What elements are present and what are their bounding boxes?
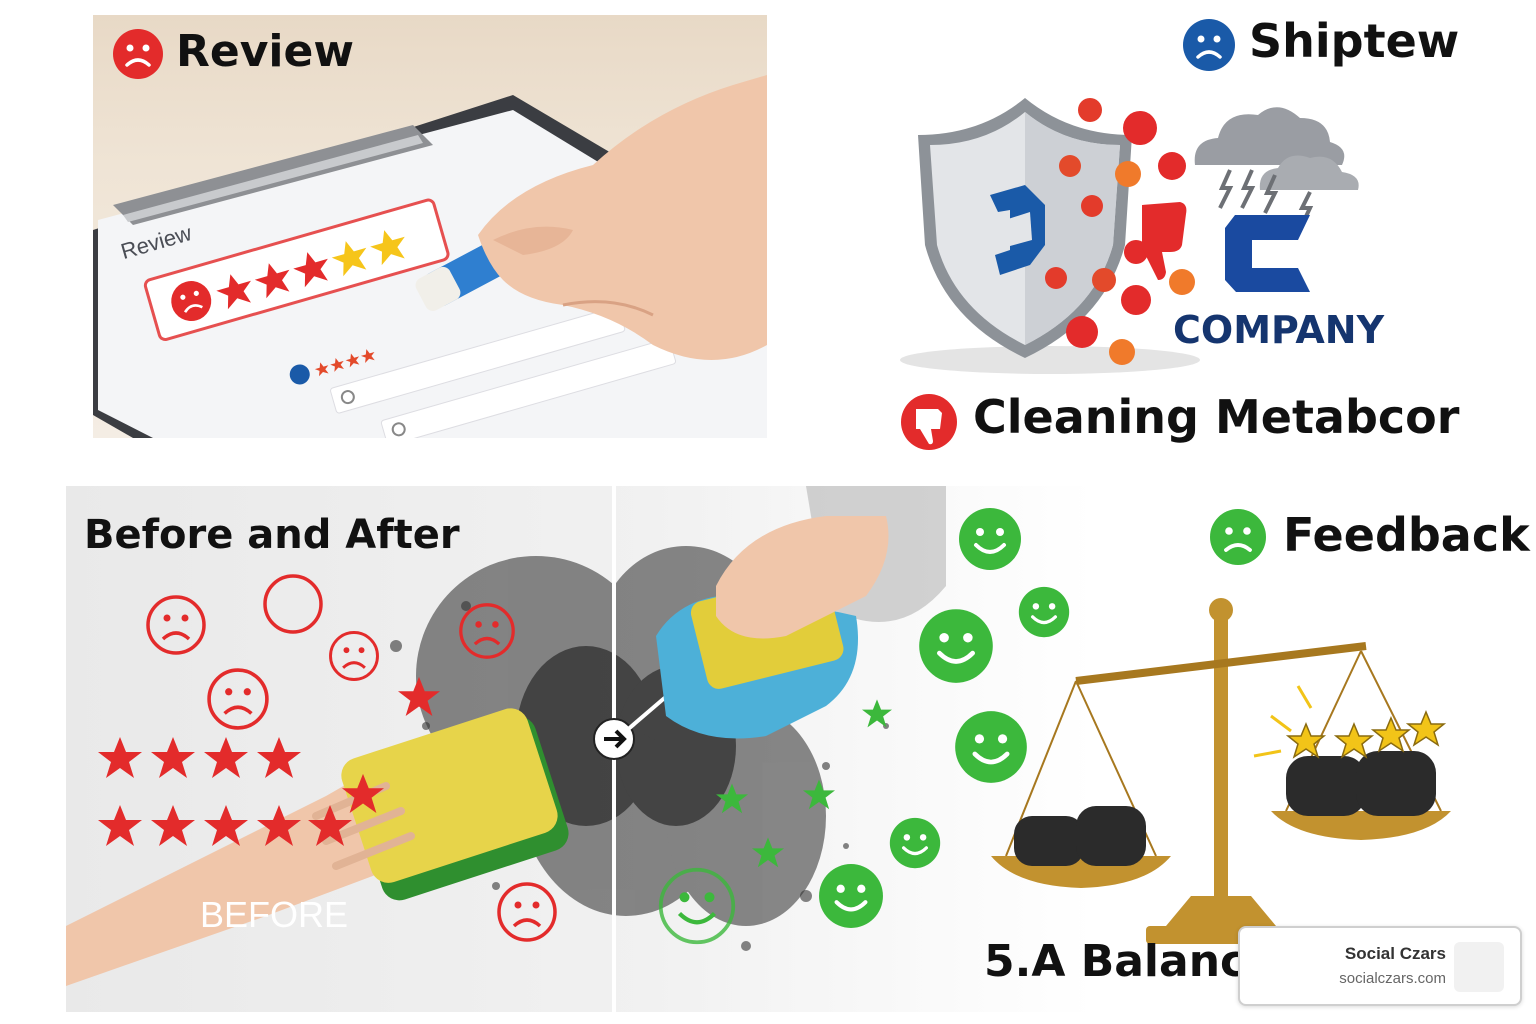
empty-circle-icon bbox=[263, 574, 323, 634]
shield-storm-illustration bbox=[900, 98, 1359, 374]
happy-face-icon bbox=[889, 817, 941, 869]
sad-face-outline-icon bbox=[459, 603, 515, 659]
happy-face-icon bbox=[1018, 586, 1070, 638]
review-clipboard-illustration bbox=[93, 75, 767, 438]
happy-face-icon bbox=[959, 508, 1021, 570]
feedback-heading: Feedback bbox=[1283, 508, 1530, 562]
sad-face-outline-icon bbox=[329, 631, 379, 681]
happy-face-icon bbox=[819, 864, 883, 928]
review-photo-panel bbox=[93, 15, 767, 438]
red-star-icon bbox=[398, 676, 440, 717]
feedback-sad-face-icon bbox=[1210, 509, 1266, 565]
review-heading: Review bbox=[176, 26, 354, 77]
happy-face-icon bbox=[919, 609, 993, 683]
before-after-panel bbox=[66, 486, 1536, 1012]
angry-face-cluster bbox=[1045, 98, 1195, 365]
green-star-icon bbox=[803, 779, 835, 810]
before-after-heading: Before and After bbox=[84, 512, 460, 558]
happy-face-outline-icon bbox=[658, 867, 736, 945]
sad-face-outline-icon bbox=[207, 668, 269, 730]
review-sad-face-icon bbox=[113, 29, 163, 79]
watermark-card[interactable]: Social Czars socialczars.com bbox=[1238, 926, 1522, 1006]
watermark-logo-icon bbox=[1454, 942, 1504, 992]
sad-face-outline-icon bbox=[146, 595, 206, 655]
company-label: COMPANY bbox=[1173, 308, 1385, 352]
shiptew-sad-face-icon bbox=[1183, 19, 1235, 71]
weights bbox=[1014, 751, 1436, 866]
green-star-icon bbox=[752, 837, 784, 868]
watermark-brand: Social Czars bbox=[1344, 944, 1446, 963]
watermark-domain: socialczars.com bbox=[1339, 970, 1446, 987]
cleaning-heading: Cleaning Metabcor bbox=[973, 390, 1460, 444]
green-star-icon bbox=[716, 783, 748, 814]
shiptew-heading: Shiptew bbox=[1249, 14, 1460, 68]
red-star-icon bbox=[342, 773, 384, 814]
sad-face-outline-icon bbox=[497, 882, 557, 942]
green-star-icon bbox=[862, 699, 892, 728]
before-after-illustration bbox=[66, 486, 1451, 1012]
before-label: BEFORE bbox=[200, 894, 349, 935]
red-star-rows bbox=[98, 737, 352, 846]
thumbs-down-icon bbox=[901, 394, 957, 450]
happy-face-icon bbox=[955, 711, 1027, 783]
